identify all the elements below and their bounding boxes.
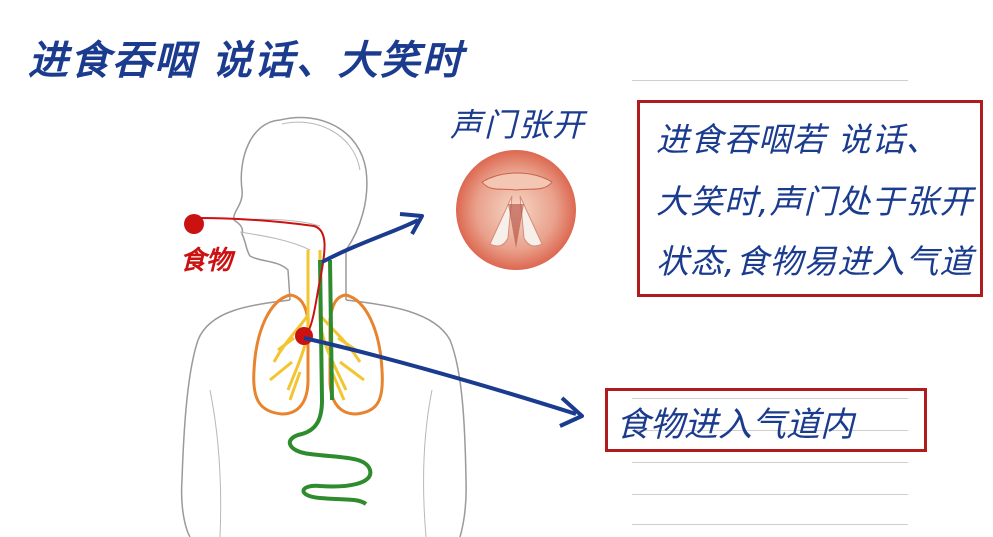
page-title: 进食吞咽 说话、大笑时 — [28, 38, 464, 84]
food-label: 食物 — [180, 246, 233, 276]
airway-label: 食物进入气道内 — [616, 405, 854, 445]
note-line-2: 大笑时,声门处于张开 — [656, 182, 974, 221]
arrow-icon — [303, 212, 584, 428]
body-sketch-icon — [180, 116, 467, 537]
explanation-note-box: 进食吞咽若 说话、 大笑时,声门处于张开 状态,食物易进入气道 — [637, 100, 983, 297]
glottis-label: 声门张开 — [450, 106, 587, 144]
airway-label-box: 食物进入气道内 — [605, 388, 927, 452]
glottis-photo-icon — [456, 150, 576, 270]
note-line-3: 状态,食物易进入气道 — [656, 242, 974, 281]
note-line-1: 进食吞咽若 说话、 — [656, 120, 940, 159]
